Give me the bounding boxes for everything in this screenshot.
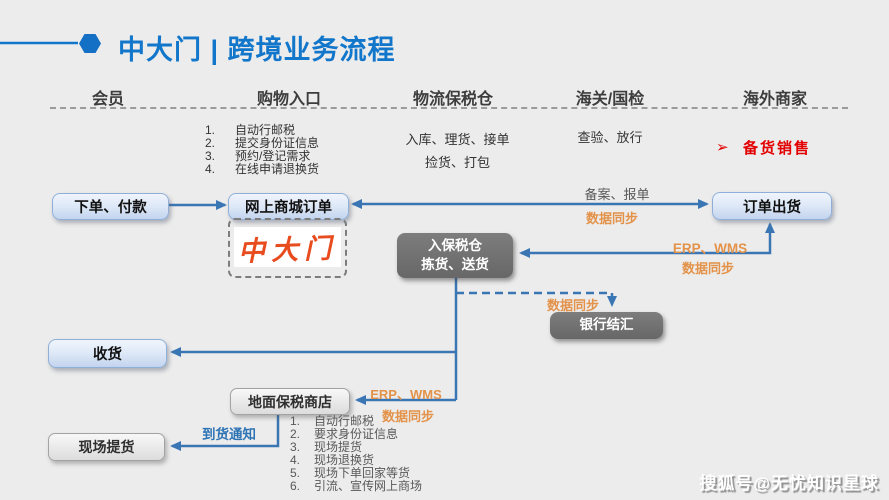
list-item: 3.现场提货 <box>290 440 363 454</box>
header-separator <box>50 107 848 109</box>
label-erp-store: ERP、WMS <box>370 387 442 402</box>
overseas-note: 备货销售 <box>743 140 812 157</box>
label-sync-top: 数据同步 <box>585 211 638 226</box>
label-filing: 备案、报单 <box>584 187 650 202</box>
list-item: 1.自动行邮税 <box>290 414 375 428</box>
list-item: 5.现场下单回家等货 <box>290 466 411 480</box>
box-receive: 收货 <box>48 339 167 368</box>
list-item: 2.要求身份证信息 <box>290 427 399 441</box>
list-item: 4.在线申请退换货 <box>205 162 320 177</box>
column-header-bonded-warehouse: 物流保税仓 <box>412 91 493 108</box>
logo-frame: 中大门 <box>228 218 347 278</box>
box-order-ship: 订单出货 <box>712 192 832 220</box>
list-item: 1.自动行邮税 <box>205 123 296 137</box>
page-title: 中大门 | 跨境业务流程 <box>118 35 396 65</box>
column-header-member: 会员 <box>91 91 124 108</box>
list-item: 2.提交身份证信息 <box>205 136 320 151</box>
warehouse-note-2: 捡货、打包 <box>424 155 490 170</box>
label-sync-right: 数据同步 <box>681 261 734 276</box>
column-header-overseas: 海外商家 <box>742 91 807 108</box>
warehouse-note-1: 入库、理货、接单 <box>405 132 510 147</box>
box-bank-settlement: 银行结汇 <box>550 312 663 339</box>
arrow-bullet-icon: ➢ <box>716 139 729 156</box>
watermark: 搜狐号@无忧知识星球 <box>699 474 879 493</box>
label-arrival-notice: 到货通知 <box>202 427 256 442</box>
hexagon-icon <box>79 34 101 53</box>
arrow-to-pickup <box>170 412 280 451</box>
shopping-entry-list: 1.自动行邮税 2.提交身份证信息 3.预约/登记需求 4.在线申请退换货 <box>205 123 375 177</box>
arrow-to-ordership <box>640 222 775 255</box>
column-header-customs: 海关/国检 <box>575 91 645 108</box>
box-order-pay: 下单、付款 <box>52 193 169 220</box>
ground-store-list: 1.自动行邮税 2.要求身份证信息 3.现场提货 4.现场退换货 5.现场下单回… <box>290 415 470 493</box>
box-online-mall-order: 网上商城订单 <box>228 193 349 220</box>
zhongdamen-logo: 中大门 <box>234 227 341 267</box>
list-item: 6.引流、宣传网上商场 <box>290 479 423 493</box>
box-site-pickup: 现场提货 <box>48 433 165 461</box>
list-item: 4.现场退换货 <box>290 453 375 467</box>
list-item: 3.预约/登记需求 <box>205 149 311 164</box>
column-header-shopping-entry: 购物入口 <box>256 91 321 108</box>
customs-note: 查验、放行 <box>577 130 643 145</box>
label-sync-bank: 数据同步 <box>546 298 599 313</box>
label-sync-store: 数据同步 <box>381 409 434 424</box>
box-bonded-warehouse: 入保税仓 拣货、送货 <box>397 233 513 278</box>
box-ground-bonded-store: 地面保税商店 <box>230 388 350 415</box>
label-erp-right: ERP、WMS <box>672 241 748 256</box>
